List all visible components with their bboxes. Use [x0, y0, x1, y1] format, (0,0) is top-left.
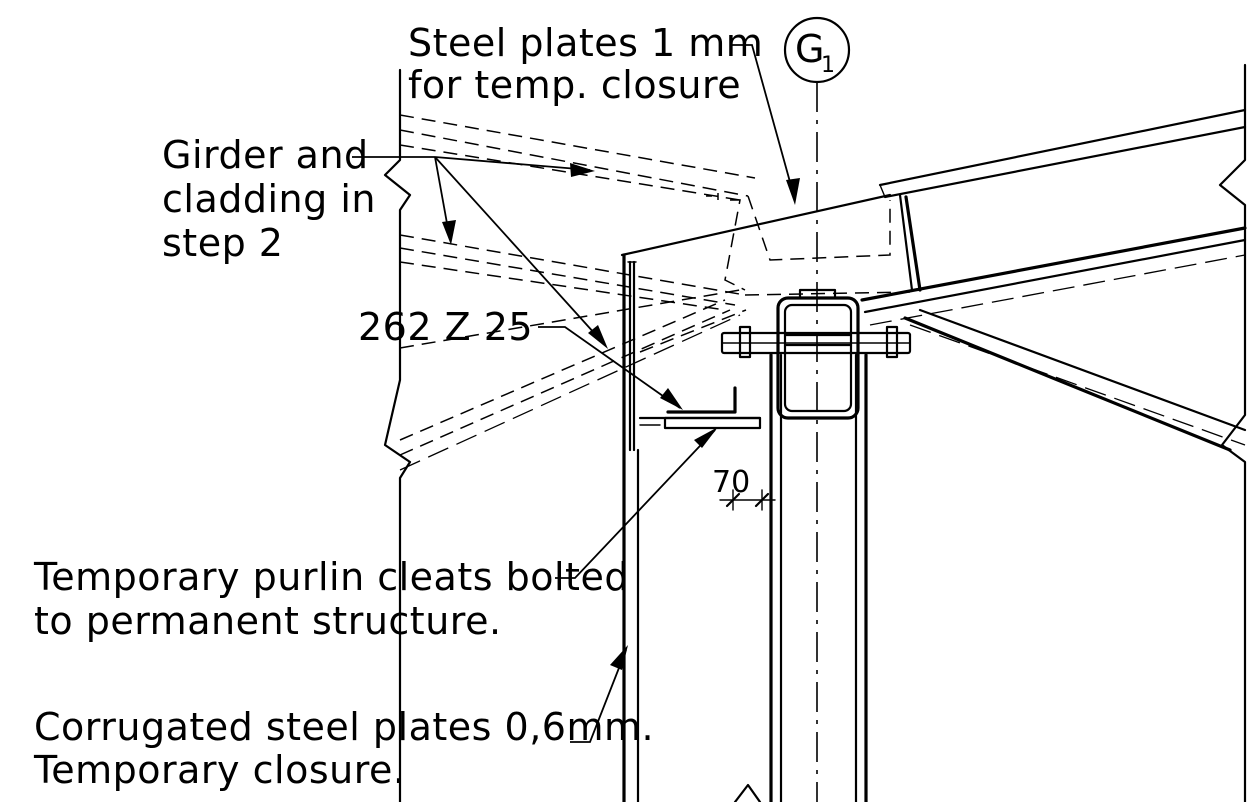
- left-break-lines: [383, 68, 412, 802]
- leader-girder: [352, 156, 608, 349]
- temporary-closure-plate: [622, 253, 640, 802]
- grid-marker-subscript: 1: [821, 53, 835, 78]
- grid-marker-letter: G: [795, 27, 825, 71]
- girder-step2-dashed: [399, 114, 911, 471]
- dimension-70: 70: [712, 465, 776, 511]
- label-girder-3: step 2: [162, 221, 283, 265]
- purlin-z: [638, 386, 762, 430]
- label-corrugated-1: Corrugated steel plates 0,6mm.: [34, 705, 654, 749]
- grid-marker-circle: [783, 16, 851, 84]
- leader-steel-plates: [732, 44, 800, 205]
- right-break-lines: [1218, 63, 1247, 802]
- column: [733, 353, 868, 802]
- label-corrugated-2: Temporary closure.: [33, 748, 405, 792]
- label-girder-2: cladding in: [162, 177, 376, 221]
- label-steel-plates-1: Steel plates 1 mm: [408, 21, 763, 65]
- leader-corrugated: [570, 645, 628, 743]
- rafter-right: [860, 193, 1247, 452]
- label-cleats-1: Temporary purlin cleats bolted: [33, 555, 629, 599]
- roof-slope: [620, 108, 1247, 257]
- label-girder-1: Girder and: [162, 133, 369, 177]
- label-purlin-size: 262 Z 25: [358, 305, 533, 349]
- label-steel-plates-2: for temp. closure: [408, 63, 741, 107]
- grid-line-g1: G 1: [783, 16, 851, 802]
- dimension-70-label: 70: [712, 465, 750, 500]
- label-cleats-2: to permanent structure.: [34, 599, 502, 643]
- text-labels: Steel plates 1 mm for temp. closure Gird…: [33, 21, 763, 792]
- leader-purlin: [538, 326, 683, 410]
- cap-plate: [720, 325, 912, 359]
- leader-cleats: [555, 427, 718, 579]
